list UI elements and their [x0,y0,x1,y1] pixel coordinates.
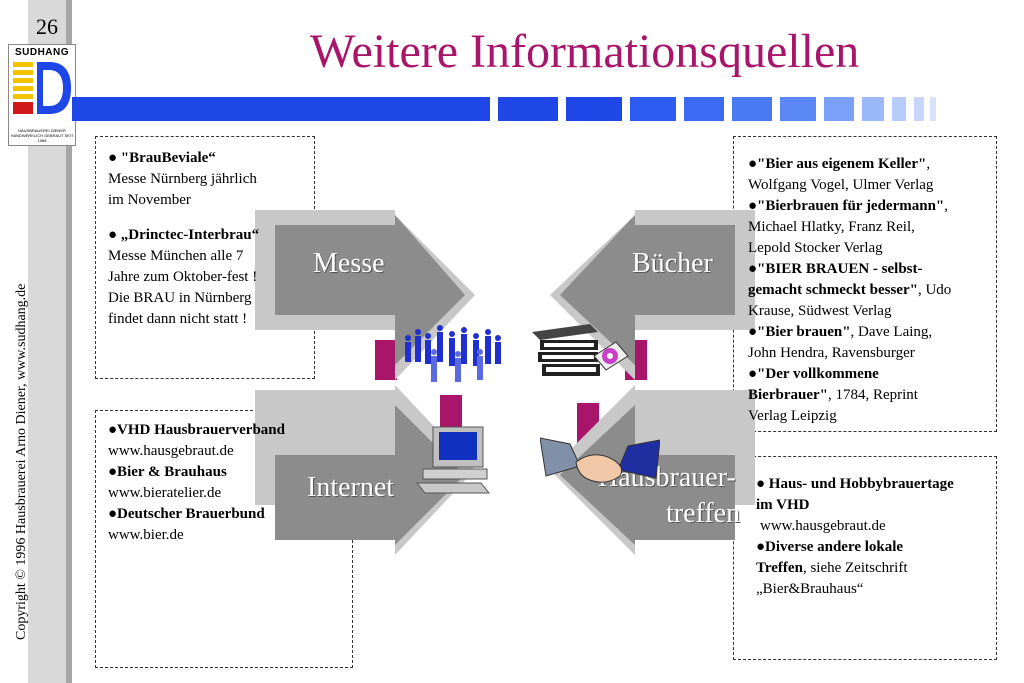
treffen-text: ● Haus- und Hobbybrauertage im VHD www.h… [756,474,954,600]
sidebar-shadow [66,0,72,683]
internet-l2[interactable]: www.hausgebraut.de [108,443,234,459]
messe-item2-title: ● „Drinctec-Interbrau“ [108,227,260,243]
messe-item2-line1: Messe München alle 7 [108,248,244,264]
buecher-b4-title: ●"Bier brauen" [748,324,851,340]
buecher-b2-line2: Michael Hlatky, Franz Reil, [748,219,915,235]
internet-l1: ●VHD Hausbrauerverband [108,422,285,438]
internet-label: Internet [307,472,395,503]
computer-icon [415,426,491,494]
buecher-b5-title: ●"Der vollkommene [748,366,879,382]
internet-text: ●VHD Hausbrauerverband www.hausgebraut.d… [108,420,285,546]
messe-item2-line2: Jahre zum Oktober-fest ! [108,269,258,285]
logo-mark-icon [13,62,71,114]
messe-item1-title: ● "BrauBeviale“ [108,150,216,166]
logo-name: SUDHANG [14,47,70,58]
internet-l5: ●Deutscher Brauerbund [108,506,265,522]
page-number: 26 [36,14,58,39]
messe-item2-line3: Die BRAU in Nürnberg [108,290,252,306]
messe-text: ● "BrauBeviale“ Messe Nürnberg jährlich … [108,148,259,330]
messe-item2-line4: findet dann nicht statt ! [108,311,248,327]
treffen-t2-title: ●Diverse andere lokale [756,539,904,555]
messe-item1-line2: im November [108,192,191,208]
internet-l4[interactable]: www.bieratelier.de [108,485,222,501]
internet-l3: ●Bier & Brauhaus [108,464,227,480]
books-icon [532,324,629,376]
treffen-label-line2: treffen [666,498,741,529]
buecher-b4-line2: John Hendra, Ravensburger [748,345,915,361]
handshake-icon [540,437,660,483]
buecher-b3-line3: Krause, Südwest Verlag [748,303,892,319]
treffen-t1-title: ● Haus- und Hobbybrauertage [756,476,954,492]
buecher-b2-line3: Lepold Stocker Verlag [748,240,883,256]
buecher-b1-title: ●"Bier aus eigenem Keller" [748,156,927,172]
buecher-b2-title: ●"Bierbrauen für jedermann" [748,198,945,214]
buecher-label: Bücher [632,248,713,279]
buecher-b1-line2: Wolfgang Vogel, Ulmer Verlag [748,177,934,193]
messe-label: Messe [313,248,385,279]
internet-l6[interactable]: www.bier.de [108,527,184,543]
people-crowd-icon [405,325,501,382]
buecher-text: ●"Bier aus eigenem Keller", Wolfgang Vog… [748,154,951,427]
copyright-text: Copyright © 1996 Hausbrauerei Arno Diene… [14,283,29,640]
page-title: Weitere Informationsquellen [310,25,860,78]
buecher-b3-title: ●"BIER BRAUEN - selbst- [748,261,923,277]
messe-item1-line1: Messe Nürnberg jährlich [108,171,257,187]
buecher-b5-line3: Verlag Leipzig [748,408,837,424]
treffen-t2-line3: „Bier&Brauhaus“ [756,581,864,597]
treffen-box [733,456,997,660]
treffen-t1-url[interactable]: www.hausgebraut.de [760,518,886,534]
